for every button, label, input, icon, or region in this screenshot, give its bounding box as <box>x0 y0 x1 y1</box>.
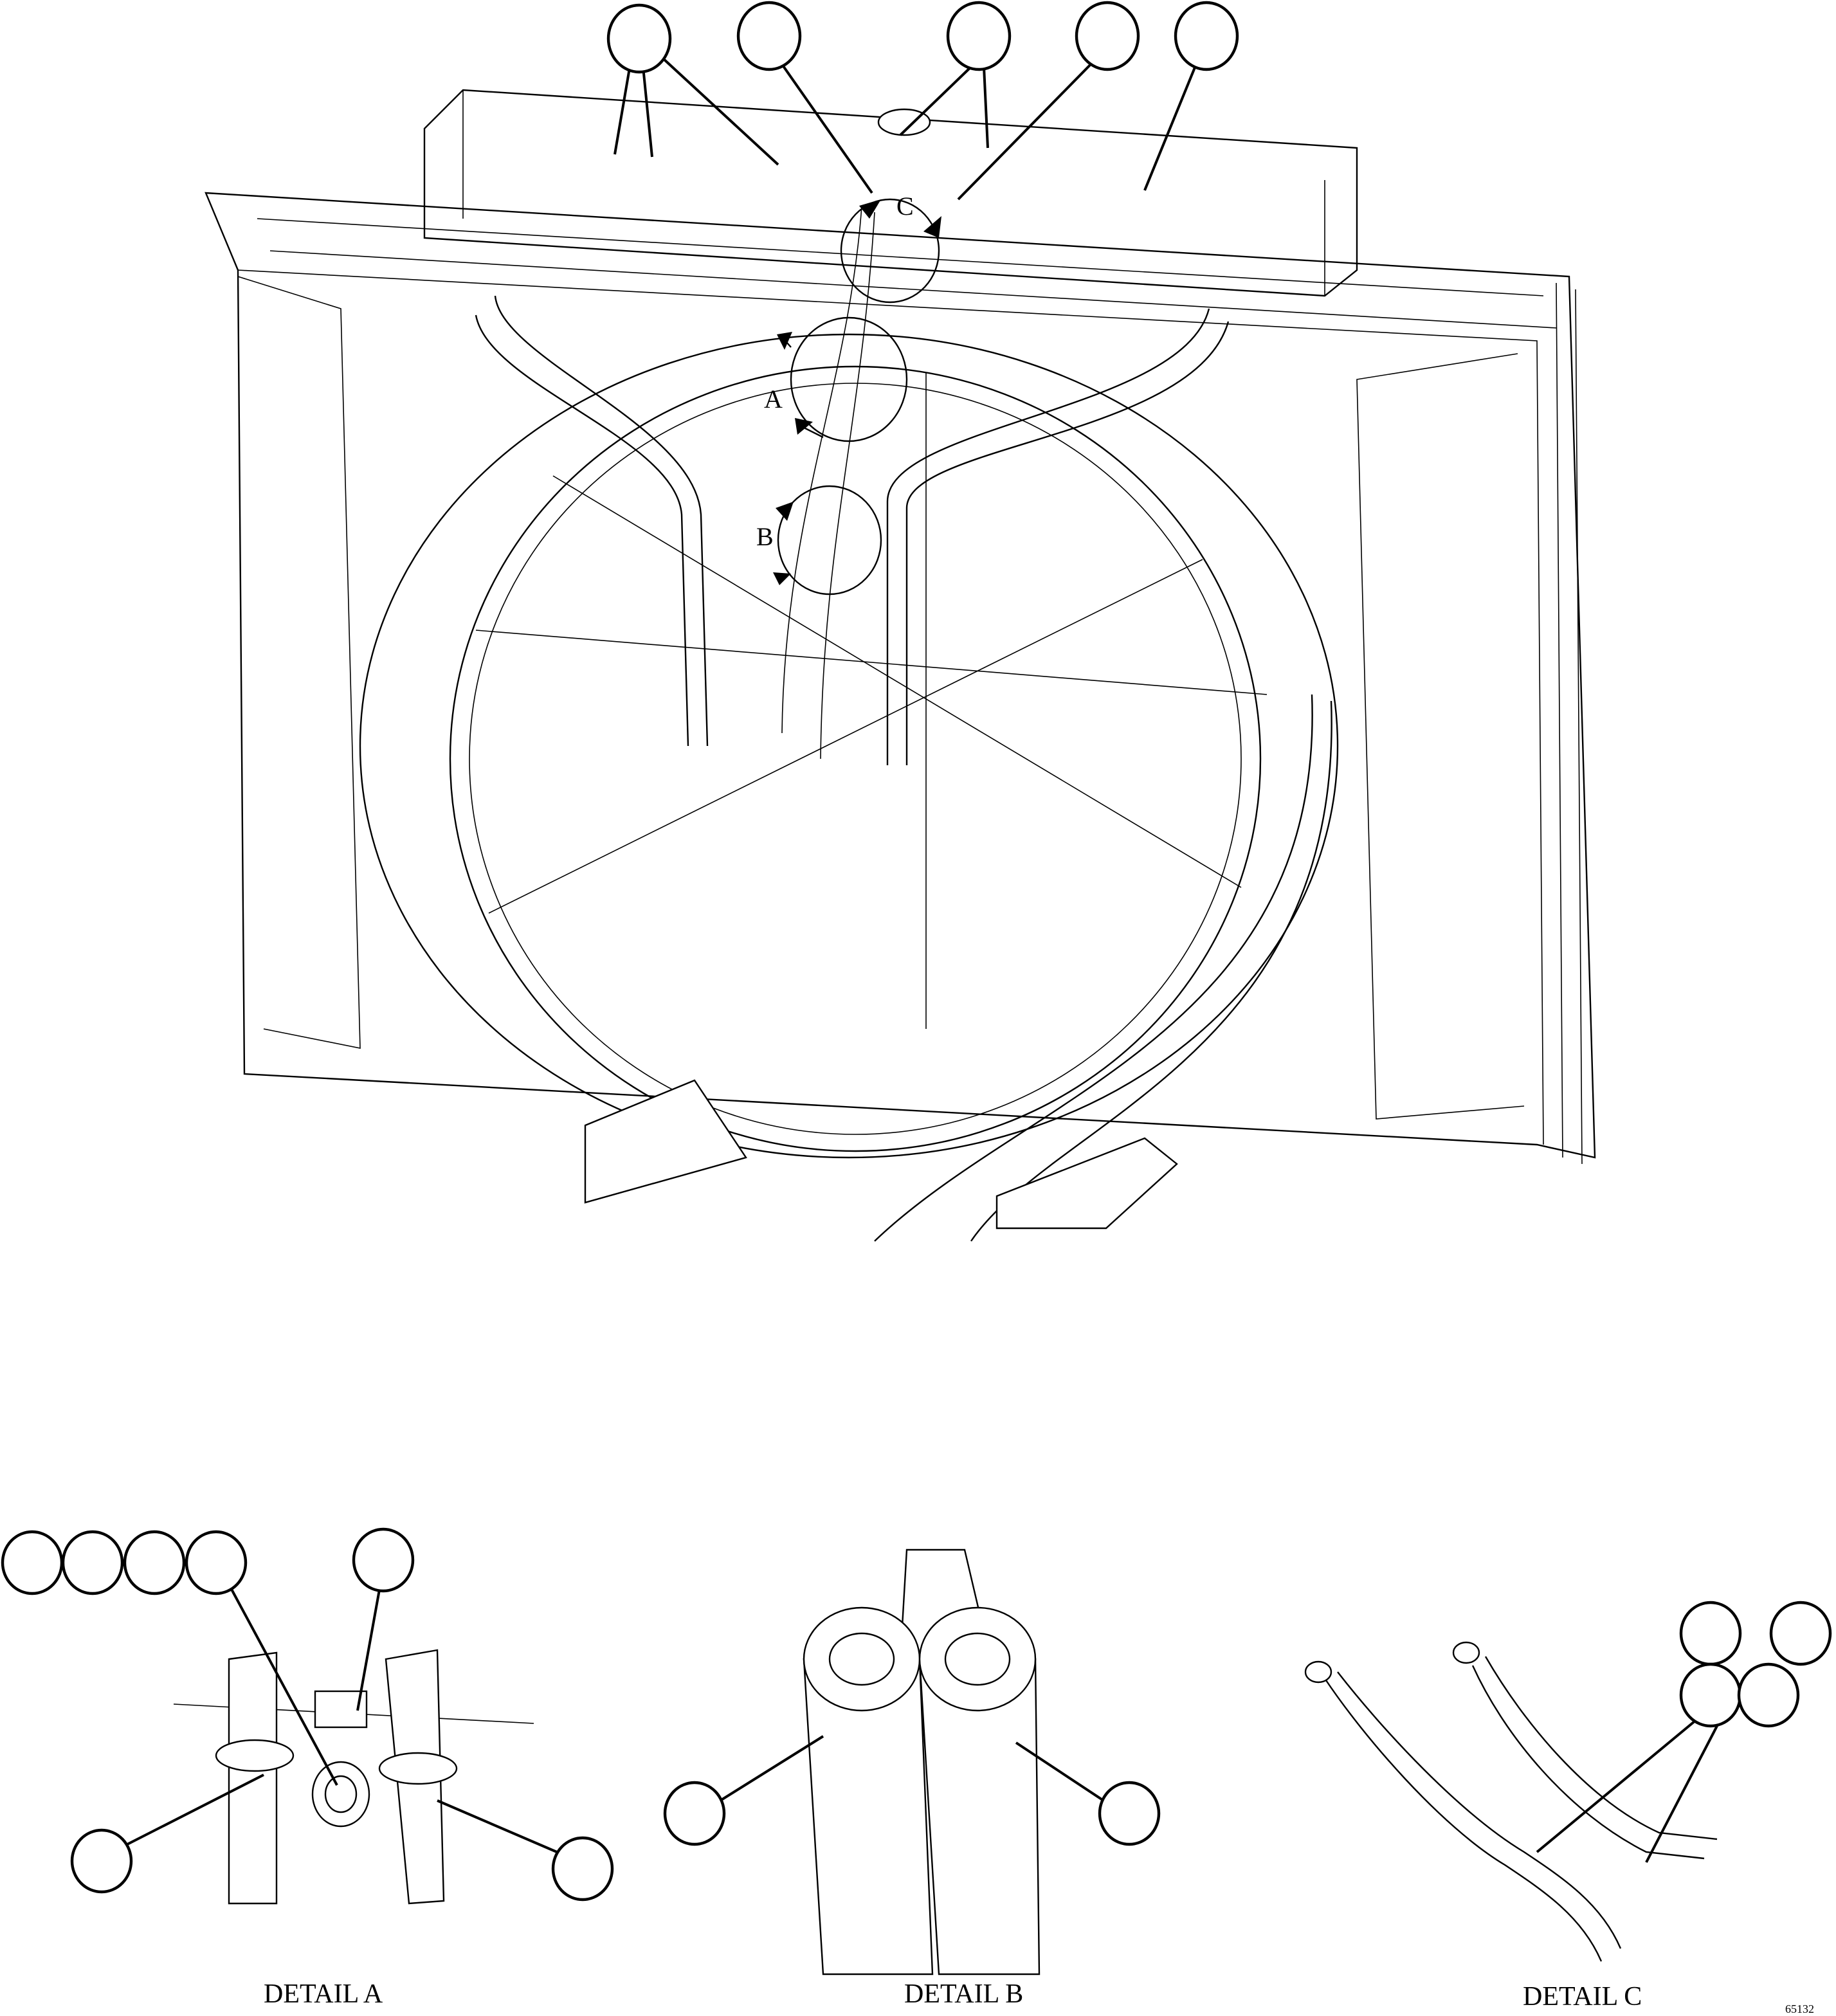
view-label-b: B <box>756 522 774 551</box>
left-coolant-hose <box>494 295 709 747</box>
fan-spokes <box>475 373 1268 1029</box>
callout-c3 <box>1679 1662 1742 1728</box>
detail-b-caption: DETAIL B <box>904 1979 1023 2009</box>
callout-b2 <box>1098 1781 1161 1846</box>
view-label-a: A <box>764 385 783 413</box>
right-coolant-hose <box>886 308 1210 765</box>
detail-b: DETAIL B <box>663 1548 1161 2009</box>
fan-ring-outer <box>359 333 1339 1159</box>
frame <box>205 192 1596 1159</box>
callout-c1 <box>1679 1601 1742 1666</box>
right-shroud <box>1356 353 1525 1120</box>
left-shroud <box>237 276 361 1049</box>
callout-b1 <box>663 1781 726 1846</box>
fan-ring-inner <box>449 365 1262 1152</box>
callout-a2 <box>61 1530 124 1595</box>
callout-a3 <box>123 1530 186 1595</box>
callout-2 <box>736 1 802 71</box>
view-circle-b <box>777 485 882 595</box>
callout-a4 <box>185 1530 248 1595</box>
detail-c-caption: DETAIL C <box>1523 1982 1642 2011</box>
callout-5 <box>1174 1 1239 71</box>
radiator-assembly: A B C <box>205 89 1596 1242</box>
callout-a7 <box>551 1836 614 1902</box>
top-callouts <box>606 1 1239 201</box>
sensor-lines <box>781 205 875 759</box>
callout-a1 <box>1 1530 64 1595</box>
callout-c4 <box>1737 1662 1800 1728</box>
callout-4 <box>1075 1 1140 71</box>
callout-a6 <box>70 1828 133 1894</box>
right-foot <box>995 1137 1178 1230</box>
callout-3 <box>946 1 1012 71</box>
lower-hoses <box>874 694 1313 1242</box>
view-circle-a <box>790 316 908 442</box>
detail-a-caption: DETAIL A <box>264 1979 383 2009</box>
callout-c2 <box>1769 1601 1832 1666</box>
figure-number: 65132 <box>1785 2002 1814 2015</box>
filler-cap <box>877 108 931 136</box>
view-circle-c <box>840 198 940 304</box>
detail-a: DETAIL A <box>1 1527 614 2009</box>
view-label-c: C <box>896 192 914 221</box>
detail-c: DETAIL C <box>1304 1601 1832 2011</box>
callout-a5 <box>352 1527 415 1593</box>
left-foot <box>584 1079 747 1204</box>
callout-1 <box>606 3 672 74</box>
